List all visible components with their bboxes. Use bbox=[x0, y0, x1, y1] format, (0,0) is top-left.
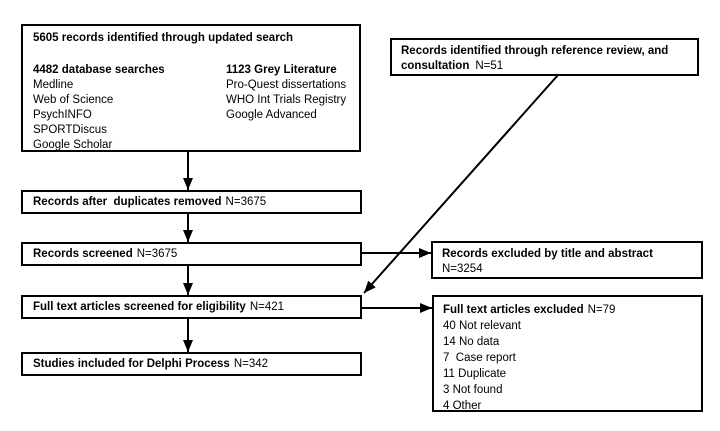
grey-literature-heading: 1123 Grey Literature bbox=[226, 64, 337, 76]
database-source-item: Google Scholar bbox=[33, 139, 113, 151]
exclusion-reason: 11 Duplicate bbox=[443, 368, 507, 380]
database-searches-heading: 4482 database searches bbox=[33, 64, 165, 76]
fulltext-excluded-count: N=79 bbox=[587, 304, 616, 316]
fulltext-screened-count: N=421 bbox=[249, 300, 285, 313]
records-screened-count: N=3675 bbox=[136, 247, 178, 260]
box-updated-search: 5605 records identified through updated … bbox=[21, 24, 361, 152]
duplicates-removed-count: N=3675 bbox=[225, 195, 267, 208]
box-excluded-title-abstract: Records excluded by title and abstract N… bbox=[431, 241, 703, 279]
updated-search-title: 5605 records identified through updated … bbox=[33, 32, 294, 44]
exclusion-reason: 3 Not found bbox=[443, 384, 503, 396]
arrow-reference-to-fulltext bbox=[363, 74, 559, 294]
database-source-item: Medline bbox=[33, 79, 74, 91]
exclusion-reason: 14 No data bbox=[443, 336, 500, 348]
database-source-item: PsychINFO bbox=[33, 109, 92, 121]
exclusion-reason: 7 Case report bbox=[443, 352, 516, 364]
studies-included-label: Studies included for Delphi Process bbox=[33, 357, 230, 370]
studies-included-count: N=342 bbox=[233, 357, 269, 370]
excluded-title-abstract-count: N=3254 bbox=[442, 263, 483, 275]
grey-literature-item: Pro-Quest dissertations bbox=[226, 79, 347, 91]
grey-literature-column: 1123 Grey Literature Pro-Quest dissertat… bbox=[226, 63, 349, 153]
search-sources-columns: 4482 database searches Medline Web of Sc… bbox=[33, 63, 349, 153]
excluded-title-abstract-label: Records excluded by title and abstract bbox=[442, 248, 653, 260]
database-searches-column: 4482 database searches Medline Web of Sc… bbox=[33, 63, 226, 153]
box-fulltext-screened: Full text articles screened for eligibil… bbox=[21, 295, 362, 319]
fulltext-excluded-label: Full text articles excluded bbox=[443, 304, 584, 316]
reference-review-label: Records identified through reference rev… bbox=[401, 45, 672, 72]
box-reference-review: Records identified through reference rev… bbox=[390, 38, 699, 76]
exclusion-reason: 40 Not relevant bbox=[443, 320, 521, 332]
grey-literature-item: WHO Int Trials Registry bbox=[226, 94, 347, 106]
records-screened-label: Records screened bbox=[33, 247, 133, 260]
exclusion-reason: 4 Other bbox=[443, 400, 482, 412]
database-source-item: Web of Science bbox=[33, 94, 114, 106]
database-source-item: SPORTDiscus bbox=[33, 124, 107, 136]
duplicates-removed-label: Records after duplicates removed bbox=[33, 195, 222, 208]
grey-literature-item: Google Advanced bbox=[226, 109, 317, 121]
fulltext-screened-label: Full text articles screened for eligibil… bbox=[33, 300, 246, 313]
reference-review-count: N=51 bbox=[475, 60, 504, 72]
